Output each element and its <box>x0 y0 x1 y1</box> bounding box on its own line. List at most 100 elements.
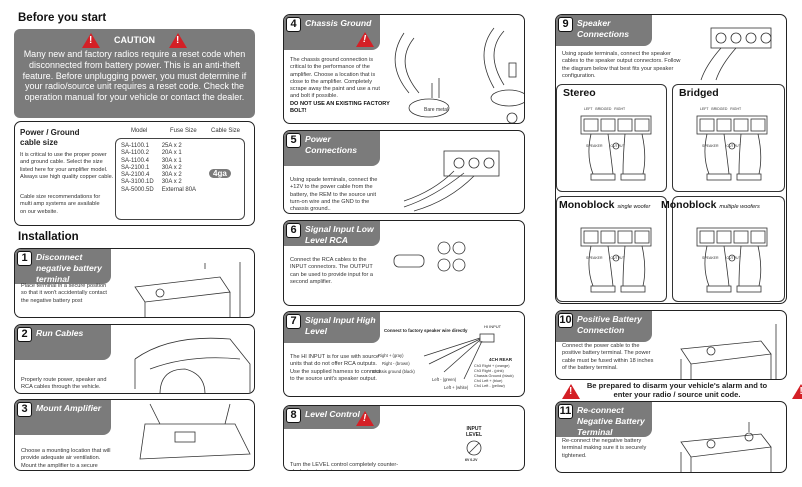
left-label: LEFT <box>700 107 709 111</box>
installation-heading: Installation <box>18 231 79 243</box>
cable-size-box: Power / Ground cable size It is critical… <box>14 121 255 226</box>
alarm-warning-text: Be prepared to disarm your vehicle's ala… <box>586 381 768 399</box>
caution-text: Many new and factory radios require a re… <box>22 49 247 103</box>
output-label: OUTPUT <box>610 144 625 148</box>
model-name: SA-2100.1 <box>121 164 150 171</box>
step-title: Run Cables <box>36 328 84 338</box>
step-description: Using spade terminals, connect the speak… <box>562 51 681 79</box>
rca-illustration <box>393 241 466 272</box>
speaker-wiring-diagram <box>696 227 768 293</box>
model-name: SA-5000.5D <box>121 186 154 193</box>
step-number: 1 <box>17 251 32 266</box>
stereo-title: Stereo <box>563 87 596 99</box>
col-fuse: Fuse Size <box>170 128 197 134</box>
step-11-box: 11 Re-connect Negative Battery Terminal R… <box>555 401 787 473</box>
step-description: Re-connect the negative battery terminal… <box>562 438 647 459</box>
step-title: Power Connections <box>305 134 358 155</box>
col-model: Model <box>131 128 148 134</box>
warning-icon <box>356 411 374 426</box>
step-2-box: 2 Run Cables Properly route power, speake… <box>14 324 255 394</box>
bridged-label: BRIDGED <box>595 107 612 111</box>
speaker-output-labels: SPEAKER OUTPUT <box>586 256 625 260</box>
step-description: Connect the power cable to the positive … <box>562 343 654 371</box>
speaker-label: SPEAKER <box>586 256 603 260</box>
step-header: 10 Positive Battery Connection <box>556 311 652 342</box>
step-number: 2 <box>17 327 32 342</box>
speaker-wiring-diagram <box>696 115 768 181</box>
step-title: Positive Battery Connection <box>577 314 642 335</box>
right-label: RIGHT <box>730 107 742 111</box>
speaker-label: SPEAKER <box>586 144 603 148</box>
step-header: 2 Run Cables <box>15 325 111 360</box>
mono1-sub: single woofer <box>617 204 651 210</box>
model-name: SA-3100.1D <box>121 179 154 186</box>
step-number: 10 <box>558 313 573 328</box>
right-label: RIGHT <box>614 107 626 111</box>
fuse-size: 30A x 2 <box>161 179 182 186</box>
terminal-labels: LEFT BRIDGED RIGHT <box>584 107 625 111</box>
model-row: SA-3100.1D 30A x 2 <box>121 179 204 186</box>
wire-label: Right + (gray) <box>378 353 404 358</box>
output-label: OUTPUT <box>726 256 741 260</box>
step-number: 9 <box>558 17 573 32</box>
step-title: Speaker Connections <box>577 18 630 39</box>
warning-icon <box>562 384 580 399</box>
cable-size-title: Power / Ground cable size <box>20 128 80 147</box>
warning-icon <box>356 32 374 47</box>
caution-title: CAUTION <box>114 35 155 45</box>
step-number: 11 <box>558 404 573 419</box>
negative-battery-illustration <box>680 422 772 472</box>
step-title: Mount Amplifier <box>36 403 102 413</box>
step-number: 3 <box>17 402 32 417</box>
model-name: SA-1100.1 <box>121 143 149 149</box>
monoblock-multi-panel: Monoblock multiple woofers <box>661 196 785 302</box>
step-number: 6 <box>286 223 301 238</box>
speaker-wiring-diagram <box>580 227 652 293</box>
step-title: Re-connect Negative Battery Terminal <box>577 405 645 437</box>
step-description: Properly route power, speaker and RCA ca… <box>21 377 107 391</box>
bridged-panel: Bridged <box>672 84 785 192</box>
step-description: The HI INPUT is for use with source unit… <box>290 354 381 382</box>
positive-battery-illustration <box>680 324 777 379</box>
speaker-terminal-illustration <box>700 27 772 81</box>
mono1-title: Monoblock <box>559 199 615 211</box>
model-name: SA-1100.2 <box>121 150 149 157</box>
hi-input-connector-label: HI INPUT <box>484 324 502 329</box>
car-trunk-illustration <box>139 403 251 460</box>
step-header: 11 Re-connect Negative Battery Terminal <box>556 402 652 437</box>
step-description: The chassis ground connection is critica… <box>290 57 380 100</box>
power-terminal-illustration <box>403 150 500 212</box>
step-number: 8 <box>286 408 301 423</box>
warning-icon <box>792 384 802 399</box>
mono2-sub: multiple woofers <box>719 204 760 210</box>
speaker-output-labels: SPEAKER OUTPUT <box>702 256 741 260</box>
step-description: Using spade terminals, connect the +12V … <box>290 177 378 213</box>
fuse-size: 30A x 1 <box>161 157 182 164</box>
hi-input-caption: Connect to factory speaker wire directly <box>384 328 468 333</box>
step-10-box: 10 Positive Battery Connection Connect th… <box>555 310 787 380</box>
output-label: OUTPUT <box>726 144 741 148</box>
rear-wire-label: Ch3 Right - (pink) <box>474 369 504 373</box>
model-name: SA-2100.4 <box>121 172 150 179</box>
fuse-size: External 80A <box>161 186 197 193</box>
warning-icon <box>169 32 187 48</box>
output-label: OUTPUT <box>610 256 625 260</box>
speaker-wiring-diagram <box>580 115 652 181</box>
step-description: Turn the LEVEL control completely counte… <box>290 462 399 470</box>
cable-size-note: Cable size recommendations for multi amp… <box>20 194 101 215</box>
rear-wire-label: Chassis Ground (black) <box>474 374 514 378</box>
mono2-title: Monoblock <box>661 199 717 211</box>
input-level-range: 6V 0.2V <box>465 458 478 462</box>
